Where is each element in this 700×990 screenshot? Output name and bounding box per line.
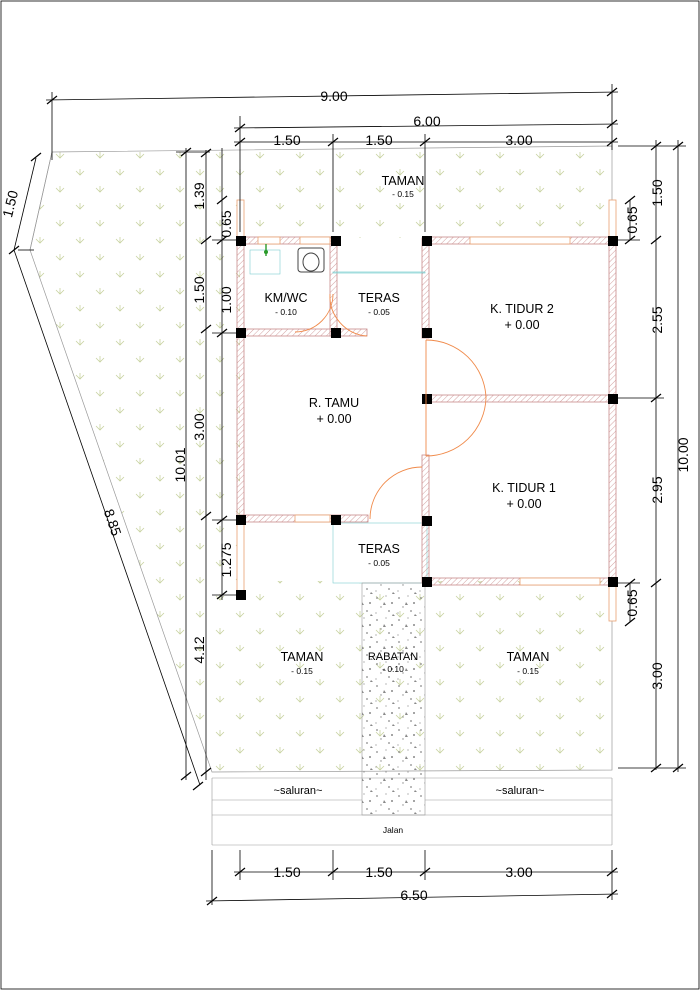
dim-left-3-00-text: 3.00 xyxy=(191,413,207,440)
kmwc-label: KM/WC xyxy=(264,291,307,305)
taman-top-label: TAMAN xyxy=(382,174,425,188)
taman-right-level: - 0.15 xyxy=(517,666,539,676)
dim-top-house xyxy=(233,116,619,232)
dim-left-outer xyxy=(200,148,212,780)
dim-right-2-95-text: 2.95 xyxy=(649,476,665,503)
teras-bottom-level: - 0.05 xyxy=(368,558,390,568)
dim-bottom-3-text: 3.00 xyxy=(505,864,532,880)
dim-right-2-55-text: 2.55 xyxy=(649,306,665,333)
columns xyxy=(236,236,618,600)
saluran-right-label: ~saluran~ xyxy=(496,785,545,797)
dim-top-2-text: 1.50 xyxy=(365,132,392,148)
ktidur2-level: + 0.00 xyxy=(504,318,539,332)
dim-left-4-12-text: 4.12 xyxy=(191,636,207,663)
doors xyxy=(294,293,487,520)
ktidur2-label: K. TIDUR 2 xyxy=(490,302,554,316)
dim-left-inner xyxy=(212,148,240,600)
dim-diag-1-50-text: 1.50 xyxy=(0,188,21,219)
dim-bottom-1-text: 1.50 xyxy=(273,864,300,880)
ktidur1-label: K. TIDUR 1 xyxy=(492,481,556,495)
shower-icon xyxy=(249,244,281,275)
taman-left-level: - 0.15 xyxy=(291,666,313,676)
toilet-icon xyxy=(297,247,325,273)
dim-top-1-text: 1.50 xyxy=(273,132,300,148)
taman-top-level: - 0.15 xyxy=(392,189,414,199)
rabatan-level: - 0.10 xyxy=(382,664,404,674)
dim-right-total xyxy=(664,140,686,773)
taman-left-label: TAMAN xyxy=(281,650,324,664)
dim-right-3-00-text: 3.00 xyxy=(649,662,665,689)
dim-left-1-00-text: 1.00 xyxy=(218,286,234,313)
dim-right-1-50-text: 1.50 xyxy=(649,179,665,206)
dim-bottom-2-text: 1.50 xyxy=(365,864,392,880)
dim-top-3-text: 3.00 xyxy=(505,132,532,148)
dim-left-0-65-text: 0.65 xyxy=(218,210,234,237)
dim-right-middle xyxy=(618,140,664,773)
dim-top-segments xyxy=(234,134,618,232)
dim-left-total xyxy=(176,147,210,781)
kmwc-level: - 0.10 xyxy=(275,307,297,317)
dim-bottom-segments xyxy=(234,850,618,880)
rtamu-level: + 0.00 xyxy=(316,412,351,426)
dim-bottom-total xyxy=(205,850,619,906)
dim-right-10-00-text: 10.00 xyxy=(675,437,691,472)
teras-bottom-area xyxy=(332,522,428,584)
dim-top-total-text: 9.00 xyxy=(320,88,347,104)
saluran-strip xyxy=(211,777,613,846)
saluran-left-label: ~saluran~ xyxy=(274,785,323,797)
dim-top-total xyxy=(45,84,619,160)
rabatan-label: RABATAN xyxy=(368,651,418,663)
dim-left-10-01-text: 10.01 xyxy=(172,447,188,482)
dim-top-house-text: 6.00 xyxy=(413,113,440,129)
dim-left-1-39-text: 1.39 xyxy=(191,182,207,209)
dim-diagonal xyxy=(8,152,204,791)
teras-top-level: - 0.05 xyxy=(368,307,390,317)
jalan-label: Jalan xyxy=(383,825,404,835)
ktidur1-level: + 0.00 xyxy=(506,497,541,511)
dim-right-inner xyxy=(618,195,640,627)
dim-left-1-50-text: 1.50 xyxy=(191,276,207,303)
dim-bottom-total-text: 6.50 xyxy=(400,887,427,903)
taman-right-label: TAMAN xyxy=(507,650,550,664)
rtamu-label: R. TAMU xyxy=(309,396,359,410)
dim-right-0-65-bot-text: 0.65 xyxy=(624,589,640,616)
teras-bottom-label: TERAS xyxy=(358,542,400,556)
teras-top-label: TERAS xyxy=(358,291,400,305)
dim-left-1-275-text: 1.275 xyxy=(218,542,234,577)
rabatan-path xyxy=(361,582,426,816)
teras-top-area xyxy=(333,272,425,332)
dim-right-0-65-top-text: 0.65 xyxy=(624,206,640,233)
